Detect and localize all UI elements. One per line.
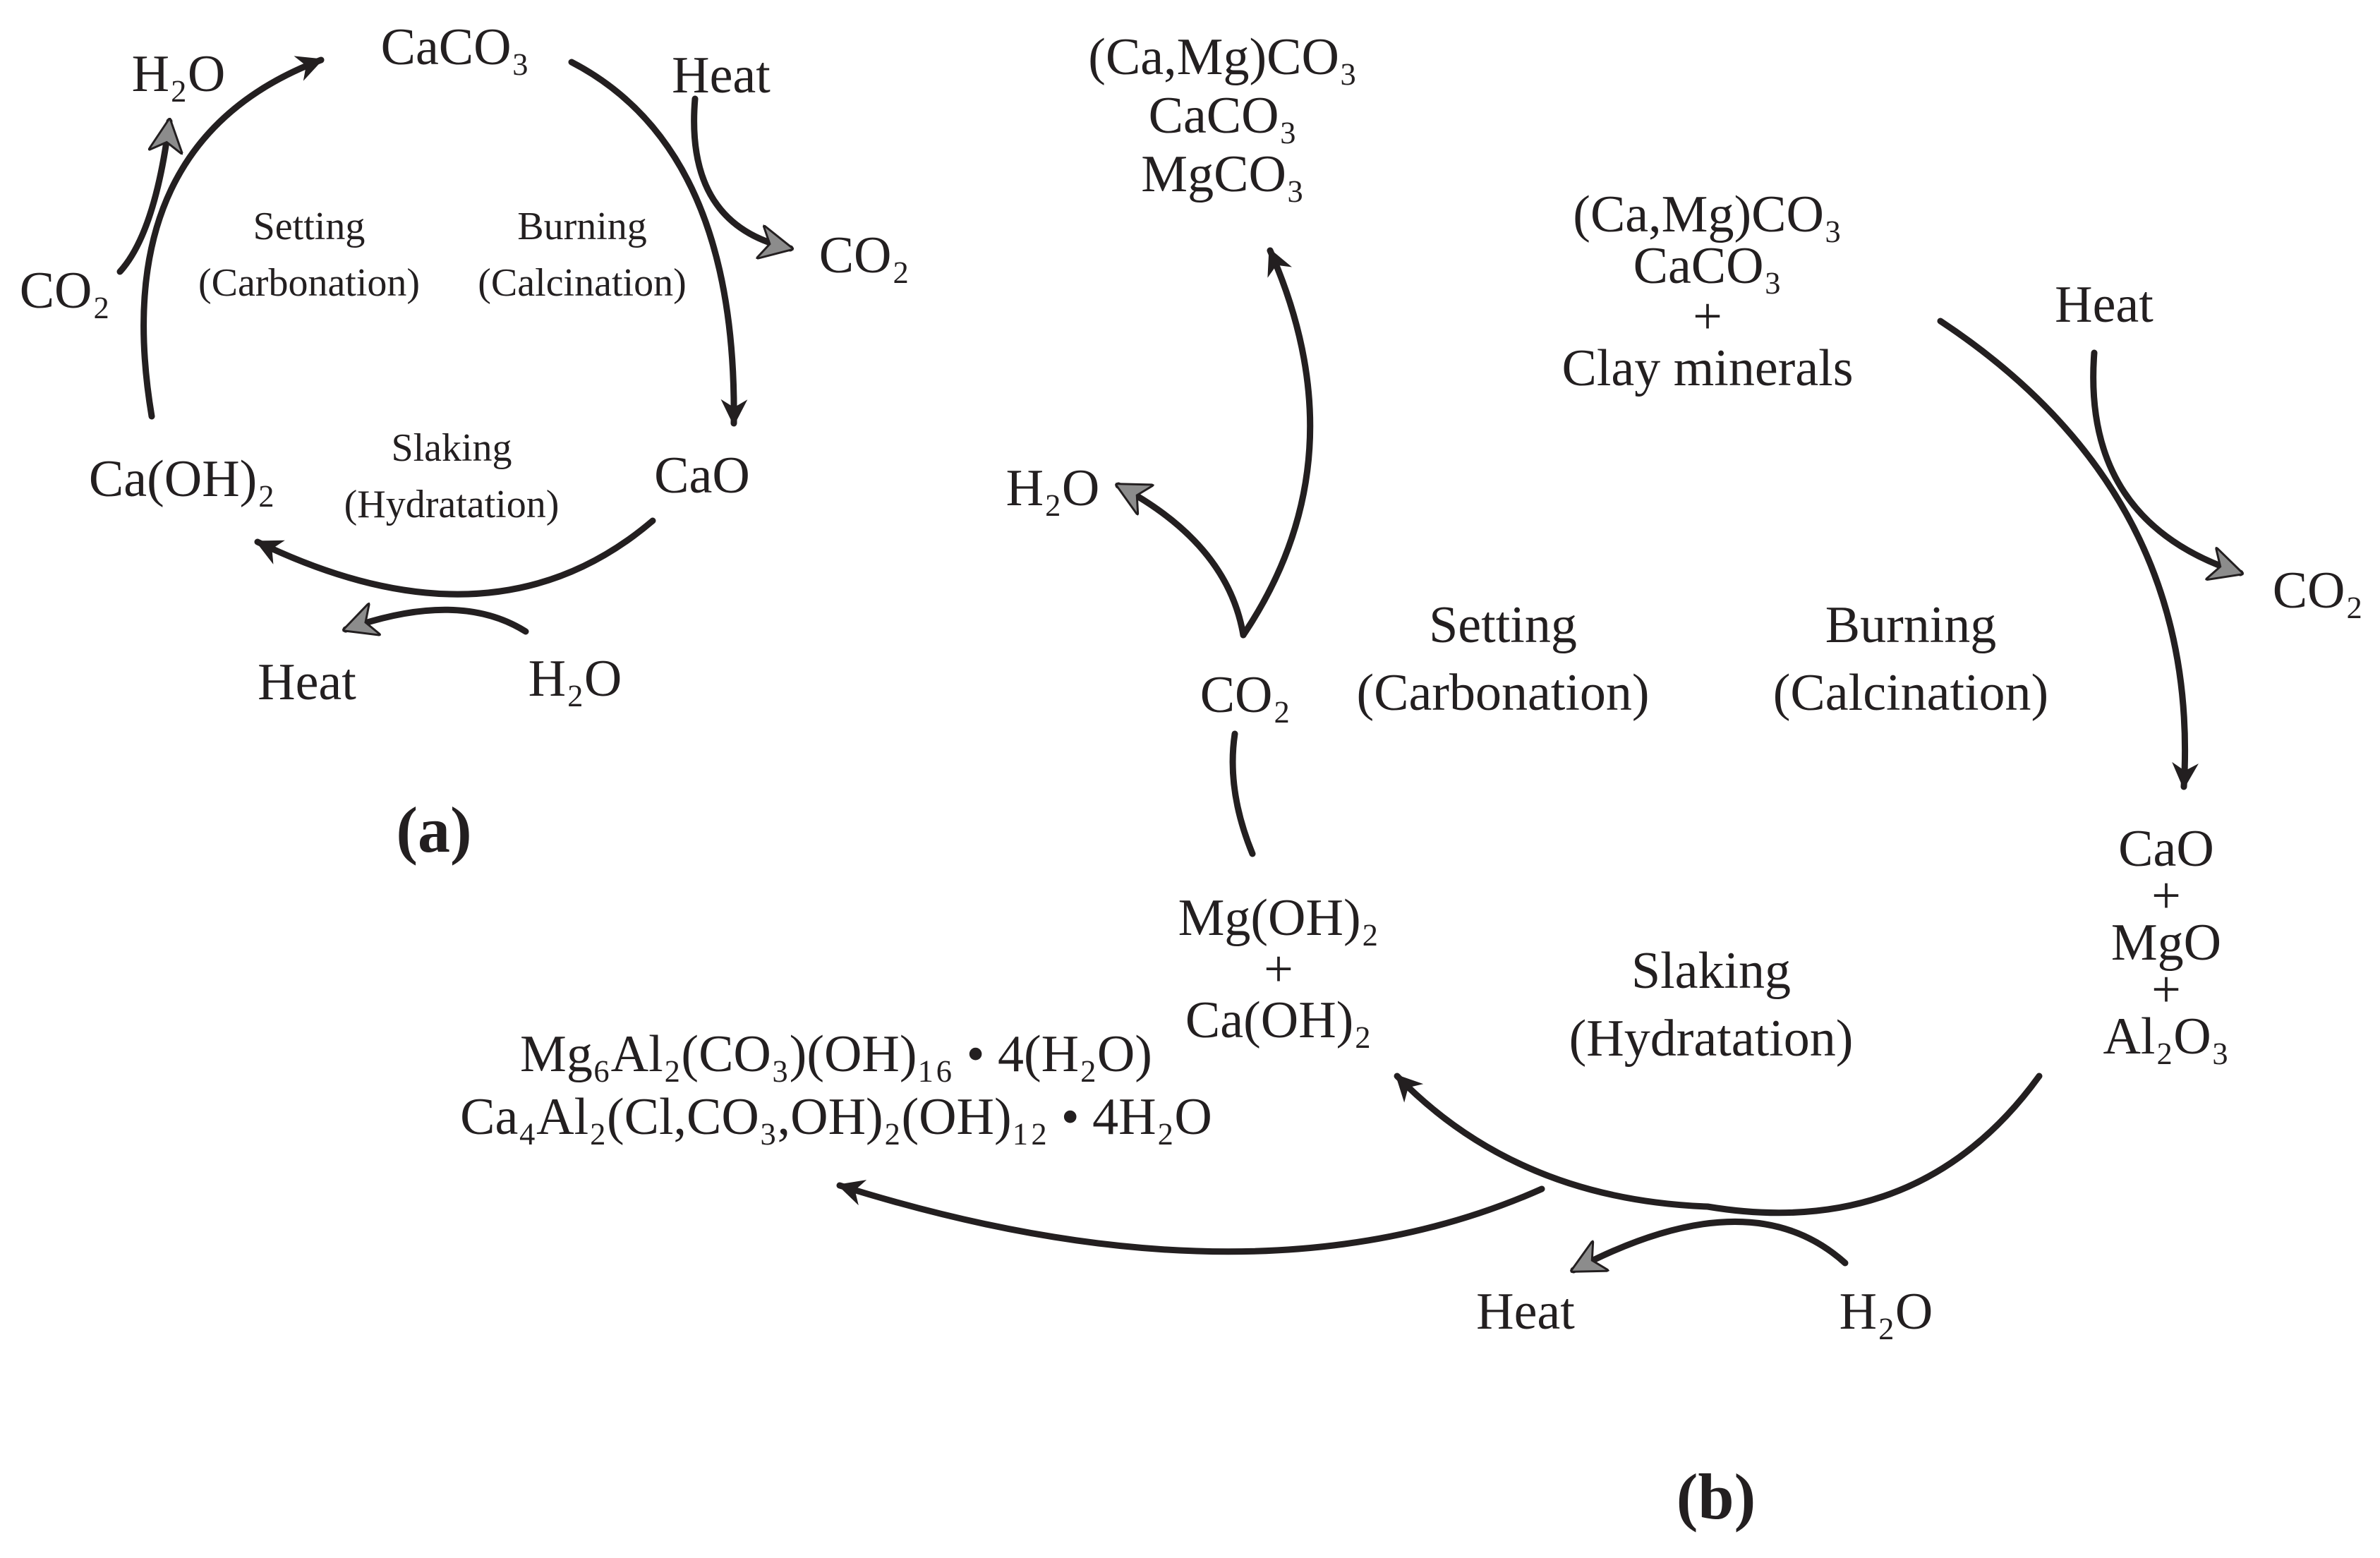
b-setting-process: Setting (Carbonation) bbox=[1356, 596, 1650, 723]
a-h2o-in-label: H₂O bbox=[528, 650, 622, 708]
b-arrow-setting-upper bbox=[1240, 247, 1314, 639]
a-cao-label: CaO bbox=[654, 447, 750, 505]
a-arrow-heat-release bbox=[346, 610, 529, 632]
a-burning-process: Burning (Calcination) bbox=[478, 205, 687, 305]
b-co2-in-label: CO₂ bbox=[1200, 666, 1291, 724]
b-co2-out-label: CO₂ bbox=[2272, 562, 2364, 620]
b-arrow-setting-lower bbox=[1229, 730, 1256, 857]
a-caco3-label: CaCO₃ bbox=[380, 18, 530, 76]
b-arrow-heat-release bbox=[1573, 1218, 1849, 1274]
a-heat-in-label: Heat bbox=[672, 47, 771, 104]
b-slaking-process: Slaking (Hydratation) bbox=[1569, 942, 1854, 1068]
a-arrow-slaking bbox=[254, 517, 656, 598]
a-arrow-h2o-release bbox=[116, 121, 169, 275]
b-heat-out-label: Heat bbox=[1476, 1283, 1575, 1341]
b-raw-materials: (Ca,Mg)CO₃ CaCO₃ + Clay minerals bbox=[1562, 186, 1854, 397]
b-hydroxides: Mg(OH)₂ + Ca(OH)₂ bbox=[1178, 889, 1379, 1050]
a-arrow-burning bbox=[568, 59, 748, 427]
panel-b-label: (b) bbox=[1676, 1461, 1756, 1533]
b-h2o-in-label: H₂O bbox=[1839, 1283, 1933, 1341]
b-heat-in-label: Heat bbox=[2055, 276, 2154, 334]
b-burning-process: Burning (Calcination) bbox=[1772, 596, 2049, 723]
a-arrow-setting bbox=[140, 56, 325, 420]
a-h2o-out-label: H₂O bbox=[131, 45, 226, 103]
b-oxides: CaO + MgO + Al₂O₃ bbox=[2103, 820, 2230, 1066]
b-top-products: (Ca,Mg)CO₃ CaCO₃ MgCO₃ bbox=[1088, 28, 1358, 203]
b-arrow-slaking bbox=[1394, 1073, 2043, 1216]
a-setting-process: Setting (Carbonation) bbox=[198, 205, 421, 305]
a-caoh2-label: Ca(OH)₂ bbox=[88, 450, 276, 508]
panel-a-label: (a) bbox=[396, 794, 472, 866]
a-arrow-co2-release bbox=[691, 95, 790, 248]
b-arrow-h2o-release bbox=[1118, 482, 1247, 639]
b-h2o-out-label: H₂O bbox=[1005, 459, 1100, 517]
a-co2-out-label: CO₂ bbox=[818, 227, 910, 284]
a-co2-in-label: CO₂ bbox=[19, 262, 111, 320]
a-slaking-process: Slaking (Hydratation) bbox=[344, 426, 560, 526]
b-arrow-co2-release bbox=[2090, 349, 2240, 573]
a-heat-out-label: Heat bbox=[258, 653, 356, 711]
b-hydrates: Mg₆Al₂(CO₃)(OH)₁₆ • 4(H₂O) Ca₄Al₂(Cl,CO₃… bbox=[460, 1025, 1212, 1146]
b-arrow-burning bbox=[1937, 318, 2199, 790]
b-arrow-to-hydrates bbox=[836, 1180, 1545, 1255]
